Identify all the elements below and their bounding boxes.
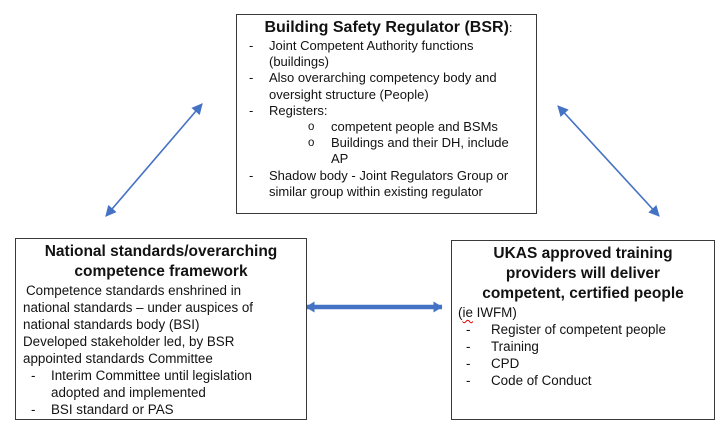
list-item-text: competent people and BSMs (331, 119, 498, 135)
dash-bullet-icon: - (249, 102, 254, 118)
list-item-text: BSI standard or PAS (51, 402, 174, 417)
dash-bullet-icon: - (249, 70, 254, 86)
body-text-line: national standards body (BSI) (23, 317, 200, 332)
dash-bullet-icon: - (466, 356, 471, 371)
body-text-line: Competence standards enshrined in (26, 283, 242, 298)
list-item: - CPD (466, 355, 708, 372)
list-item: - BSI standard or PAS (31, 401, 301, 418)
list-item-text: CPD (491, 356, 520, 371)
dash-bullet-icon: - (466, 339, 471, 354)
bsr-ukas-arrow (557, 105, 660, 217)
list-item: - Register of competent people (466, 321, 708, 338)
ukas-box: UKAS approved training providers will de… (451, 240, 715, 420)
national-standards-box: National standards/overarching competenc… (15, 238, 307, 420)
national-standards-box-title: National standards/overarching competenc… (44, 243, 278, 280)
list-item: - Also overarching competency body and o… (249, 70, 528, 102)
dash-bullet-icon: - (249, 38, 254, 53)
dash-bullet-icon: - (466, 322, 471, 337)
list-item-text: Code of Conduct (491, 373, 592, 388)
ukas-box-title: UKAS approved training providers will de… (482, 245, 684, 302)
list-item: - Interim Committee until legislation ad… (31, 367, 301, 401)
dash-bullet-icon: - (31, 368, 36, 383)
list-item-text: Registers: (269, 102, 328, 118)
subtitle-paren: ( (458, 305, 463, 320)
bsr-box-title: Building Safety Regulator (BSR): (249, 18, 528, 38)
list-item: - Registers: (249, 103, 528, 119)
dash-bullet-icon: - (466, 373, 471, 388)
bsr-standards-arrow (105, 103, 203, 217)
dash-bullet-icon: - (31, 402, 36, 417)
list-item-text: Shadow body - Joint Regulators Group or … (269, 167, 509, 199)
dash-bullet-icon: - (249, 167, 254, 183)
circle-bullet-icon: o (308, 121, 315, 134)
list-item: - Training (466, 338, 708, 355)
list-item-text: Buildings and their DH, include AP (331, 135, 509, 167)
ukas-box-subtitle: (ie IWFM) (458, 304, 708, 321)
subtitle-misspelled-word: ie (462, 305, 473, 320)
list-item-text: Register of competent people (491, 322, 666, 337)
list-item-text: Interim Committee until legislation adop… (51, 368, 252, 400)
subtitle-rest: IWFM) (472, 305, 517, 320)
circle-bullet-icon: o (308, 137, 315, 150)
list-item-text: Also overarching competency body and ove… (269, 70, 497, 102)
list-item-text: Joint Competent Authority functions (bui… (269, 38, 474, 70)
body-text-line: national standards – under auspices of (23, 300, 254, 315)
list-item-text: Training (491, 339, 539, 354)
bsr-box: Building Safety Regulator (BSR): - Joint… (236, 14, 537, 214)
bsr-box-title-text: Building Safety Regulator (BSR) (264, 19, 509, 36)
list-subitem: o competent people and BSMs (308, 119, 528, 135)
bsr-box-title-colon: : (508, 20, 513, 35)
body-text-line: appointed standards Committee (23, 351, 213, 366)
body-text-line: Developed stakeholder led, by BSR (23, 334, 235, 349)
list-subitem: o Buildings and their DH, include AP (308, 135, 528, 167)
list-item: - Shadow body - Joint Regulators Group o… (249, 168, 528, 200)
list-item: - Code of Conduct (466, 372, 708, 389)
list-item: - Joint Competent Authority functions (b… (249, 38, 528, 70)
